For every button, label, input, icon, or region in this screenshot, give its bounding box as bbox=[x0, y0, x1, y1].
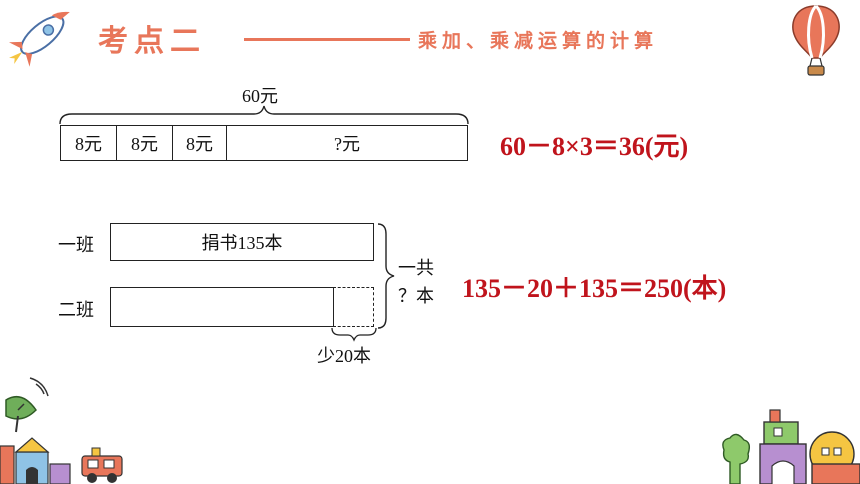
toy-house-icon bbox=[0, 437, 71, 484]
total-top-label: 一共 bbox=[398, 258, 434, 278]
segment-2: 8元 bbox=[117, 126, 173, 160]
total-label: 60元 bbox=[242, 86, 278, 106]
difference-label: 少20本 bbox=[317, 346, 371, 366]
toy-castle-icon bbox=[722, 409, 860, 484]
class-1-bar: 捐书135本 bbox=[110, 223, 374, 261]
segment-1: 8元 bbox=[61, 126, 117, 160]
difference-brace-icon bbox=[331, 327, 377, 342]
sum-brace-icon bbox=[377, 223, 395, 329]
segment-unknown: ?元 bbox=[334, 134, 360, 154]
total-brace-icon bbox=[59, 105, 469, 125]
page-title: 考点二 bbox=[98, 24, 206, 59]
hot-air-balloon-icon bbox=[792, 4, 840, 76]
equation-1: 60－8×3＝36(元) bbox=[500, 132, 689, 161]
page-subtitle: 乘加、乘减运算的计算 bbox=[418, 30, 659, 52]
toy-train-icon bbox=[81, 447, 123, 483]
difference-dashed-box bbox=[333, 287, 374, 327]
class-2-bar bbox=[110, 287, 334, 327]
row-label-class-2: 二班 bbox=[58, 300, 94, 320]
total-bottom-label: ？本 bbox=[398, 286, 434, 306]
equation-2: 135－20＋135＝250(本) bbox=[462, 274, 727, 303]
satellite-dish-icon bbox=[5, 377, 49, 433]
row-label-class-1: 一班 bbox=[58, 235, 94, 255]
segment-3: 8元 bbox=[173, 126, 227, 160]
title-divider bbox=[244, 38, 410, 41]
tape-diagram-total: 8元 8元 8元 ?元 bbox=[60, 125, 468, 161]
rocket-icon bbox=[8, 11, 70, 67]
